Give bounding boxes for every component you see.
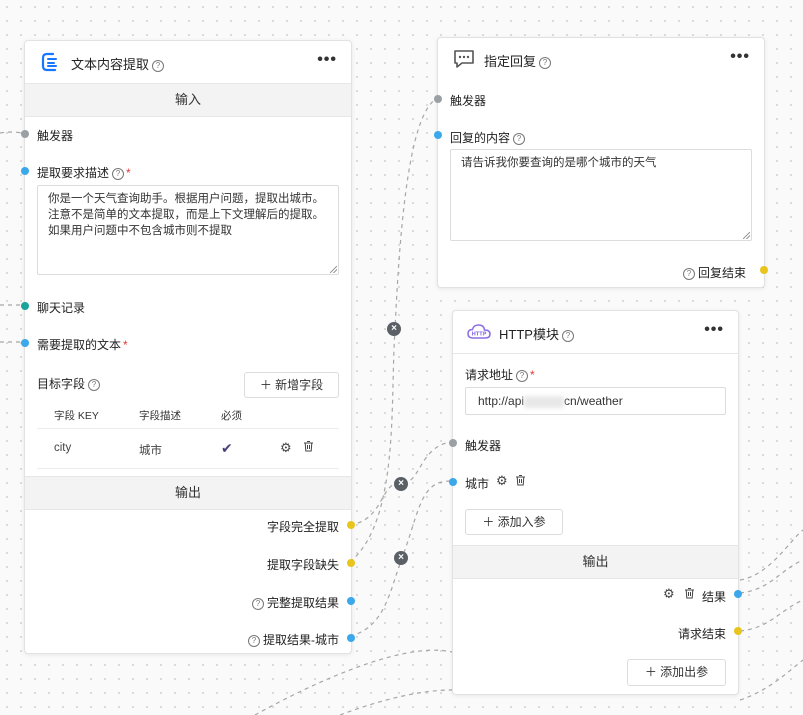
more-icon[interactable]: ••• [317,51,337,68]
table-header-required: 必须 [221,410,242,422]
more-icon[interactable]: ••• [704,321,724,338]
trigger-label: 触发器 [450,94,487,108]
settings-icon[interactable]: ⚙ [280,440,292,455]
reply-content-label: 回复的内容? [450,129,526,146]
table-divider [37,468,339,469]
field-desc-cell: 城市 [139,445,162,457]
result-output-port[interactable] [734,590,742,598]
resize-handle-icon[interactable] [743,232,750,239]
reply-node[interactable]: 指定回复? ••• 触发器 回复的内容? 请告诉我你要查询的是哪个城市的天气 ?… [434,37,768,288]
chat-history-label: 聊天记录 [37,301,86,315]
add-input-param-button[interactable]: ＋ 添加入参 [465,509,563,535]
requirement-label: 提取要求描述?* [37,166,131,180]
delete-icon[interactable] [303,440,314,455]
trigger-input-port[interactable] [449,439,457,447]
reply-end-label: ?回复结束 [682,264,746,281]
redacted-blur [524,395,565,408]
output-missing-label: 提取字段缺失 [266,558,339,572]
output-missing-port[interactable] [347,559,355,567]
node-title: 指定回复? [484,51,552,70]
content-input-port[interactable] [434,131,442,139]
node-header[interactable]: HTTP HTTP模块? ••• [453,311,738,353]
delete-edge-icon[interactable]: × [394,477,408,491]
field-key-cell: city [54,442,72,454]
delete-icon[interactable] [684,587,695,602]
settings-icon[interactable]: ⚙ [496,473,508,488]
help-icon[interactable]: ? [251,597,264,610]
help-icon[interactable]: ? [88,378,101,391]
required-check-icon: ✔ [221,440,233,456]
help-icon[interactable]: ? [248,634,260,647]
reply-content-textarea[interactable]: 请告诉我你要查询的是哪个城市的天气 [450,149,752,241]
add-output-param-button[interactable]: ＋ 添加出参 [627,659,726,686]
settings-icon[interactable]: ⚙ [663,586,675,601]
delete-edge-icon[interactable]: × [387,322,401,336]
table-header-desc: 字段描述 [139,410,181,422]
trigger-label: 触发器 [465,439,502,453]
node-title: HTTP模块? [499,324,574,343]
output-city-result-label: ?提取结果-城市 [248,631,339,648]
input-section-header: 输入 [25,83,351,117]
node-header[interactable]: 指定回复? ••• [438,38,764,80]
extract-node[interactable]: 文本内容提取? ••• 输入 触发器 提取要求描述?* 你是一个天气查询助手。根… [21,40,355,654]
output-section-header: 输出 [453,545,738,579]
reply-end-port[interactable] [760,266,768,274]
result-output-label: 结果 [701,590,726,604]
output-full-extract-label: 字段完全提取 [266,520,339,534]
trigger-input-port[interactable] [434,95,442,103]
text-input-port[interactable] [21,339,29,347]
help-icon[interactable]: ? [539,56,552,69]
target-fields-label: 目标字段? [37,375,101,392]
url-label: 请求地址?* [465,368,535,382]
help-icon[interactable]: ? [152,59,165,72]
table-divider [37,428,339,429]
help-icon[interactable]: ? [513,132,526,145]
param-city-label: 城市 [465,477,490,491]
help-icon[interactable]: ? [516,369,529,382]
help-icon[interactable]: ? [112,167,125,180]
delete-icon[interactable] [515,474,526,489]
more-icon[interactable]: ••• [730,48,750,65]
chat-history-input-port[interactable] [21,302,29,310]
svg-text:HTTP: HTTP [472,332,487,338]
requirement-textarea[interactable]: 你是一个天气查询助手。根据用户问题，提取出城市。 注意不是简单的文本提取，而是上… [37,185,339,275]
output-full-result-label: ?完整提取结果 [251,594,339,611]
node-header[interactable]: 文本内容提取? ••• [25,41,351,83]
http-cloud-icon: HTTP [467,324,491,339]
text-to-extract-label: 需要提取的文本* [37,338,128,352]
output-full-extract-port[interactable] [347,521,355,529]
request-end-port[interactable] [734,627,742,635]
node-title: 文本内容提取? [71,54,165,73]
output-section-header: 输出 [25,476,351,510]
add-field-button[interactable]: ＋ 新增字段 [244,372,339,398]
output-full-result-port[interactable] [347,597,355,605]
trigger-input-port[interactable] [21,130,29,138]
extract-icon [41,52,57,72]
resize-handle-icon[interactable] [330,266,337,273]
request-end-label: 请求结束 [677,627,726,641]
trigger-label: 触发器 [37,129,74,143]
table-header-key: 字段 KEY [54,410,99,422]
requirement-input-port[interactable] [21,167,29,175]
header-divider [453,353,738,354]
help-icon[interactable]: ? [682,267,695,280]
chat-bubble-icon [454,50,474,68]
city-input-port[interactable] [449,478,457,486]
delete-edge-icon[interactable]: × [394,551,408,565]
help-icon[interactable]: ? [561,329,574,342]
output-city-result-port[interactable] [347,634,355,642]
